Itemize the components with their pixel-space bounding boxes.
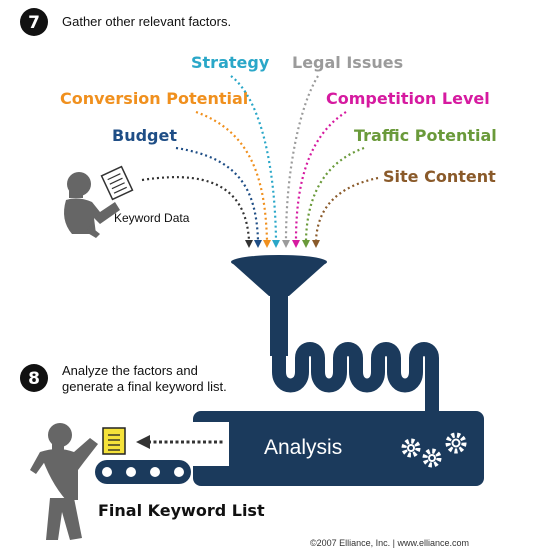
machine-opening [193,422,229,466]
arrowhead-budget [254,240,262,248]
step-7: 7 Gather other relevant factors. [20,8,231,36]
final-keyword-list-label: Final Keyword List [98,501,265,520]
arrowhead-conversion [263,240,271,248]
keyword-data-person-icon [64,172,120,238]
arrowhead-site-content [312,240,320,248]
arrow-conversion-potential [195,110,269,241]
machine-body [193,411,484,486]
factor-label-strategy: Strategy [191,53,270,72]
arrow-legal-issues [284,75,319,241]
step-8-text-line1: Analyze the factors and [62,363,198,378]
factor-label-competition-level: Competition Level [326,89,490,108]
factor-arrows [141,75,379,241]
copyright-footer: ©2007 Elliance, Inc. | www.elliance.com [310,538,469,548]
factor-label-conversion-potential: Conversion Potential [60,89,248,108]
final-list-person-icon [30,423,98,540]
keyword-data-label: Keyword Data [114,211,190,225]
factor-label-traffic-potential: Traffic Potential [354,126,497,145]
factor-label-site-content: Site Content [383,167,496,186]
arrow-heads [245,240,320,248]
gears-icon [401,432,467,468]
factor-labels: Strategy Legal Issues Conversion Potenti… [60,53,497,186]
arrow-competition-level [294,111,347,241]
step-7-number: 7 [28,13,40,33]
arrow-keyword-data [141,176,251,241]
arrowhead-strategy [272,240,280,248]
step-7-text: Gather other relevant factors. [62,14,231,29]
arrow-budget [175,146,260,241]
coiled-pipe [272,330,439,414]
step-8: 8 Analyze the factors and generate a fin… [20,363,227,394]
step-7-badge [20,8,48,36]
factor-label-budget: Budget [112,126,177,145]
step-8-badge [20,364,48,392]
arrowhead-competition [292,240,300,248]
document-icon [100,165,134,201]
conveyor-belt [95,460,191,484]
arrowhead-legal [282,240,290,248]
arrowhead-keyword-data [245,240,253,248]
arrowhead-traffic [302,240,310,248]
step-8-text-line2: generate a final keyword list. [62,379,227,394]
factor-label-legal-issues: Legal Issues [292,53,403,72]
analysis-machine: Analysis [193,411,484,486]
output-arrowhead [136,435,150,449]
step-8-number: 8 [28,369,40,389]
final-list-document-icon [102,427,126,455]
arrow-site-content [314,176,379,241]
machine-label: Analysis [264,436,342,459]
arrow-traffic-potential [304,146,365,241]
